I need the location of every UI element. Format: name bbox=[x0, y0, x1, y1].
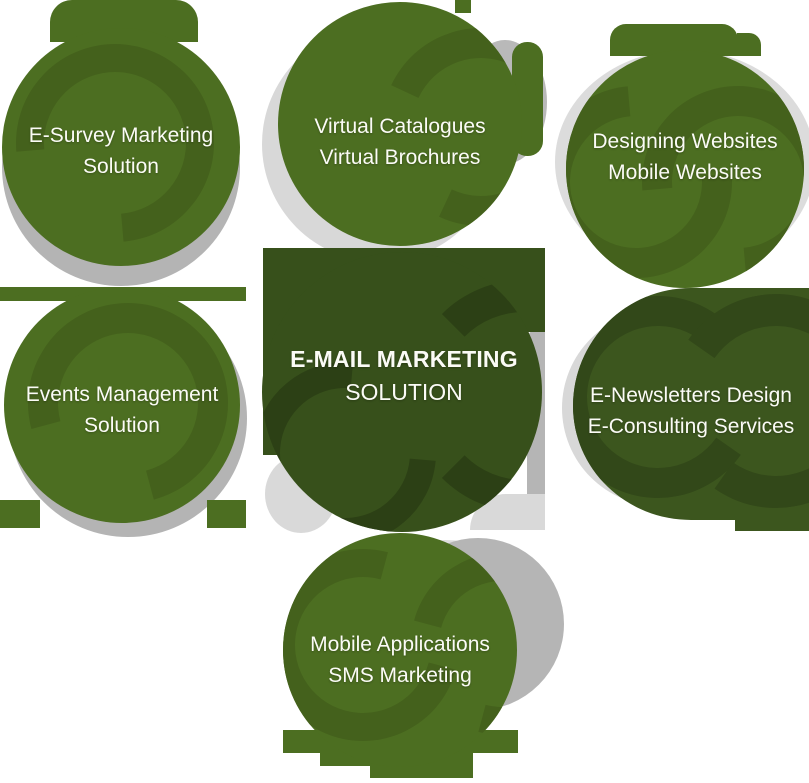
node-circle bbox=[2, 28, 240, 266]
edge-tab-bottom bbox=[735, 520, 809, 531]
node-circle bbox=[278, 2, 522, 246]
swirl-arc bbox=[4, 287, 240, 523]
edge-tab-small bbox=[737, 33, 761, 56]
swirl-arc bbox=[2, 28, 240, 266]
node-circle bbox=[262, 252, 542, 532]
node-circle bbox=[4, 287, 240, 523]
node-circle bbox=[283, 533, 517, 767]
edge-square bbox=[455, 0, 471, 13]
swirl-arc bbox=[354, 2, 522, 246]
node-circle bbox=[573, 288, 809, 520]
corner-square-right bbox=[207, 500, 246, 528]
corner-square-left bbox=[0, 500, 40, 528]
node-circle bbox=[566, 50, 804, 288]
